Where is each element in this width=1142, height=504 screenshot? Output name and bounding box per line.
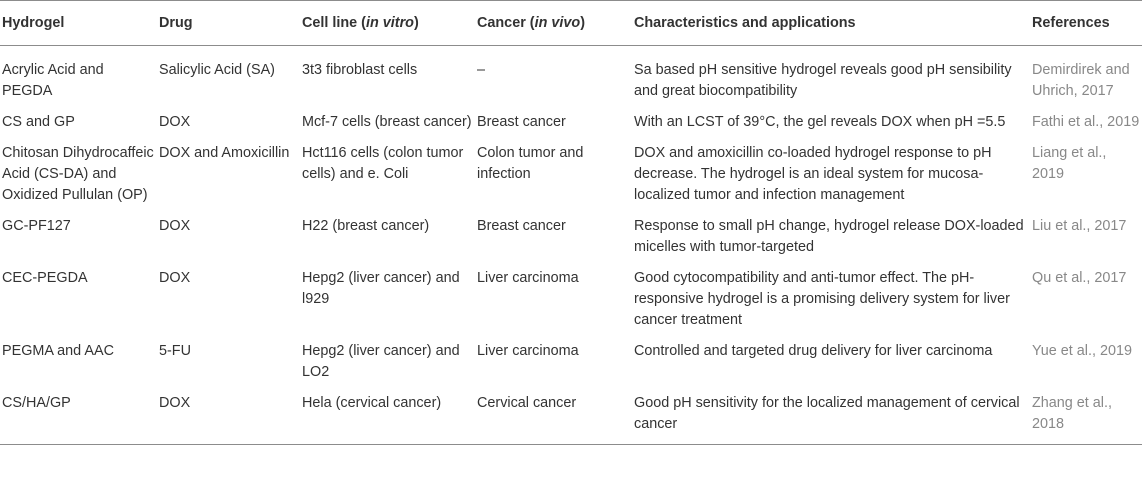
cell-drug: DOX: [159, 114, 191, 130]
cell-hydrogel: CS and GP: [2, 114, 75, 130]
header-cell-line-pre: Cell line (: [302, 15, 366, 31]
cell-characteristics: Response to small pH change, hydrogel re…: [634, 218, 1024, 255]
header-drug: Drug: [157, 0, 300, 46]
table-row: Acrylic Acid and PEGDA Salicylic Acid (S…: [0, 46, 1142, 103]
cell-reference: Zhang et al., 2018: [1030, 383, 1142, 445]
hydrogel-drug-table: Hydrogel Drug Cell line (in vitro) Cance…: [0, 0, 1142, 445]
header-row: Hydrogel Drug Cell line (in vitro) Cance…: [0, 0, 1142, 46]
cell-cell-line: Hepg2 (liver cancer) and l929: [302, 270, 460, 307]
cell-drug: Salicylic Acid (SA): [159, 62, 275, 78]
cell-cancer: –: [477, 62, 486, 78]
header-hydrogel: Hydrogel: [0, 0, 157, 46]
cell-drug: DOX and Amoxicillin: [159, 145, 290, 161]
cell-reference: Fathi et al., 2019: [1032, 114, 1140, 130]
cell-hydrogel: CS/HA/GP: [0, 383, 157, 445]
cell-drug: DOX: [159, 218, 191, 234]
header-cancer: Cancer (in vivo): [475, 0, 632, 46]
cell-cell-line: Hepg2 (liver cancer) and LO2: [302, 343, 460, 380]
table-header: Hydrogel Drug Cell line (in vitro) Cance…: [0, 0, 1142, 46]
cell-cancer: Cervical cancer: [475, 383, 632, 445]
table-row: CEC-PEGDA DOX Hepg2 (liver cancer) and l…: [0, 258, 1142, 331]
cell-reference: Qu et al., 2017: [1032, 270, 1127, 286]
cell-characteristics: Sa based pH sensitive hydrogel reveals g…: [634, 62, 1012, 99]
cell-hydrogel: Chitosan Dihydrocaffeic Acid (CS-DA) and…: [2, 145, 154, 203]
cell-drug: DOX: [157, 383, 300, 445]
cell-cell-line: Hela (cervical cancer): [300, 383, 475, 445]
cell-hydrogel: PEGMA and AAC: [2, 343, 114, 359]
table-row: CS and GP DOX Mcf-7 cells (breast cancer…: [0, 102, 1142, 133]
cell-cancer: Liver carcinoma: [477, 343, 579, 359]
table-row: GC-PF127 DOX H22 (breast cancer) Breast …: [0, 206, 1142, 258]
cell-cancer: Breast cancer: [477, 114, 566, 130]
cell-hydrogel: GC-PF127: [2, 218, 71, 234]
header-references: References: [1030, 0, 1142, 46]
cell-hydrogel: CEC-PEGDA: [2, 270, 88, 286]
cell-cell-line: 3t3 fibroblast cells: [302, 62, 418, 78]
cell-reference: Liu et al., 2017: [1032, 218, 1127, 234]
cell-cancer: Liver carcinoma: [477, 270, 579, 286]
cell-drug: 5-FU: [159, 343, 191, 359]
cell-drug: DOX: [159, 270, 191, 286]
cell-cell-line: H22 (breast cancer): [302, 218, 430, 234]
cell-cancer: Breast cancer: [477, 218, 566, 234]
table-row: PEGMA and AAC 5-FU Hepg2 (liver cancer) …: [0, 331, 1142, 383]
table-body: Acrylic Acid and PEGDA Salicylic Acid (S…: [0, 46, 1142, 445]
header-cancer-italic: in vivo: [534, 15, 581, 31]
cell-reference: Demirdirek and Uhrich, 2017: [1032, 62, 1130, 99]
header-cancer-post: ): [580, 15, 585, 31]
table-row: Chitosan Dihydrocaffeic Acid (CS-DA) and…: [0, 133, 1142, 206]
cell-characteristics: Good cytocompatibility and anti-tumor ef…: [634, 270, 1010, 328]
cell-reference: Liang et al., 2019: [1032, 145, 1107, 182]
cell-cell-line: Hct116 cells (colon tumor cells) and e. …: [302, 145, 464, 182]
cell-characteristics: With an LCST of 39°C, the gel reveals DO…: [634, 114, 1006, 130]
cell-cancer: Colon tumor and infection: [477, 145, 584, 182]
table-row: CS/HA/GP DOX Hela (cervical cancer) Cerv…: [0, 383, 1142, 445]
header-characteristics: Characteristics and applications: [632, 0, 1030, 46]
header-cell-line-italic: in vitro: [365, 15, 414, 31]
cell-cell-line: Mcf-7 cells (breast cancer): [302, 114, 472, 130]
header-cell-line: Cell line (in vitro): [300, 0, 475, 46]
header-cell-line-post: ): [413, 15, 419, 31]
cell-reference: Yue et al., 2019: [1032, 343, 1133, 359]
header-cancer-pre: Cancer (: [477, 15, 535, 31]
cell-characteristics: Controlled and targeted drug delivery fo…: [634, 343, 993, 359]
cell-characteristics: Good pH sensitivity for the localized ma…: [632, 383, 1030, 445]
cell-characteristics: DOX and amoxicillin co-loaded hydrogel r…: [634, 145, 992, 203]
cell-hydrogel: Acrylic Acid and PEGDA: [2, 62, 104, 99]
